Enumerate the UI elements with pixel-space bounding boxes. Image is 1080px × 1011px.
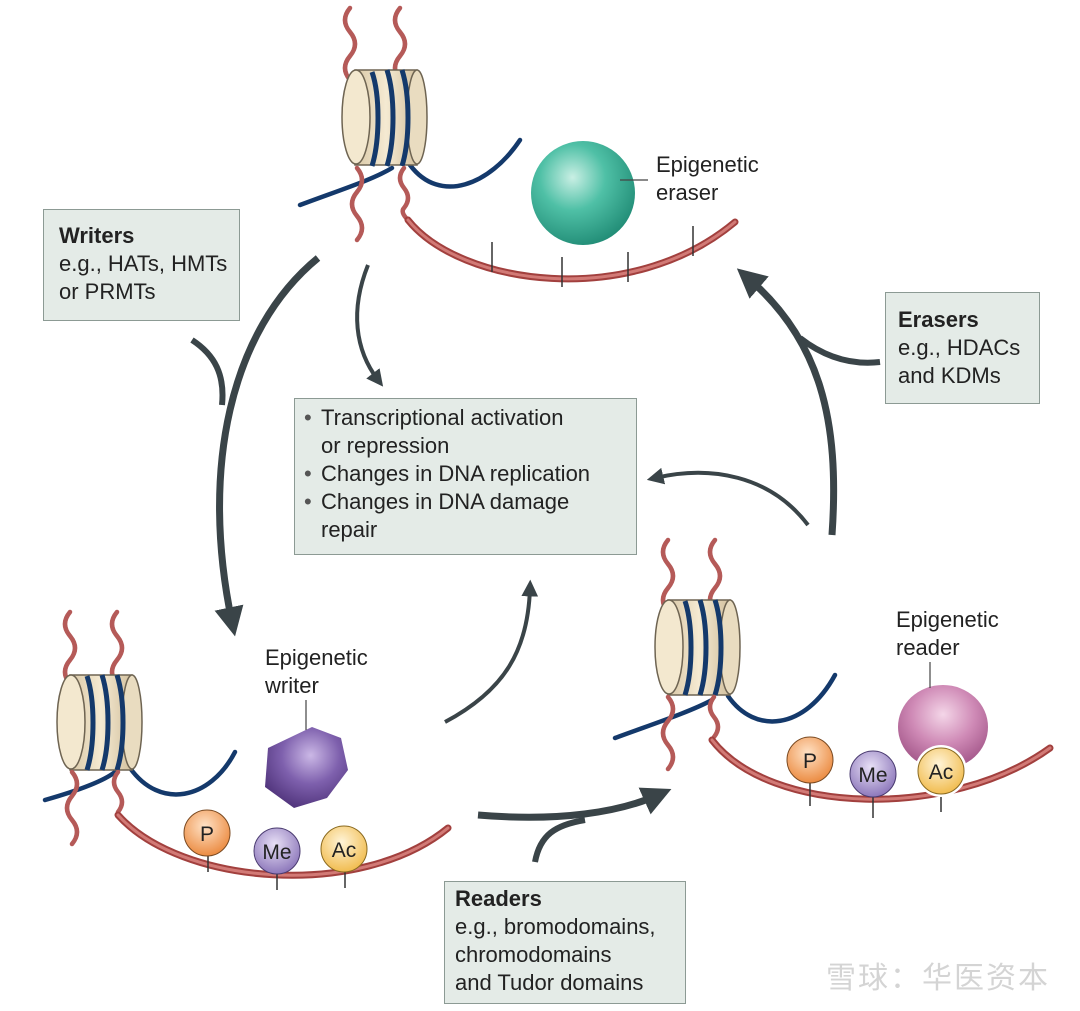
mark-methyl-right (849, 750, 897, 798)
mark-acetyl-right (917, 747, 965, 795)
readers-line-2: chromodomains (455, 942, 612, 967)
erasers-title: Erasers (898, 307, 979, 332)
outcome-dna-repair-line-1: Changes in DNA damage (321, 489, 570, 514)
writer-label: Epigenetic writer (265, 644, 368, 700)
arrow-erasers-feed (798, 335, 881, 366)
readers-line-3: and Tudor domains (455, 970, 644, 995)
outcome-replication-line-1: Changes in DNA replication (321, 461, 591, 486)
nucleosome-right (612, 537, 1054, 818)
mark-methyl-right-label: Me (858, 764, 887, 787)
arrow-writers-feed (190, 337, 226, 406)
readers-line-1: e.g., bromodomains, (455, 914, 656, 939)
arrow-right-to-outcomes (646, 467, 810, 527)
arrow-readers-feed (532, 817, 586, 863)
readers-title: Readers (455, 886, 542, 911)
outcomes-list: Transcriptional activation or repression… (301, 404, 636, 544)
watermark: 雪球：华医资本 (826, 961, 1050, 996)
outcome-transcription: Transcriptional activation or repression (301, 404, 636, 460)
writers-line-1: e.g., HATs, HMTs (59, 251, 228, 276)
writers-box: Writers e.g., HATs, HMTs or PRMTs (43, 209, 240, 321)
outcome-transcription-line-1: Transcriptional activation (321, 405, 564, 430)
erasers-box: Erasers e.g., HDACs and KDMs (885, 292, 1040, 404)
outcome-dna-repair: Changes in DNA damage repair (301, 488, 636, 544)
eraser-label-line-1: Epigenetic (656, 152, 759, 177)
eraser-label-line-2: eraser (656, 180, 719, 205)
nucleosome-left (42, 609, 452, 890)
arrow-writers-cycle (214, 255, 321, 637)
mark-phospho-right-label: P (803, 750, 817, 773)
reader-label: Epigenetic reader (896, 606, 999, 662)
writer-label-line-1: Epigenetic (265, 645, 368, 670)
writers-title: Writers (59, 223, 135, 248)
outcome-replication: Changes in DNA replication (301, 460, 636, 488)
outcomes-box: Transcriptional activation or repression… (294, 398, 637, 555)
outcome-dna-repair-line-2: repair (321, 517, 378, 542)
epigenetic-reader-enzyme (898, 685, 988, 769)
reader-label-line-2: reader (896, 635, 960, 660)
mark-acetyl-left (320, 825, 368, 873)
mark-phospho-right (786, 736, 834, 784)
outcome-transcription-line-2: or repression (321, 433, 450, 458)
eraser-label: Epigenetic eraser (656, 151, 759, 207)
mark-acetyl-left-label: Ac (332, 839, 357, 862)
mark-phospho-left-label: P (200, 823, 214, 846)
mark-phospho-left (183, 809, 231, 857)
arrow-left-to-outcomes (444, 579, 539, 724)
writers-line-2: or PRMTs (59, 279, 156, 304)
nucleosome-top (297, 5, 739, 287)
mark-methyl-left (253, 827, 301, 875)
reader-label-line-1: Epigenetic (896, 607, 999, 632)
arrow-erasers-cycle (736, 268, 838, 536)
arrow-readers-cycle (477, 787, 672, 821)
erasers-line-1: e.g., HDACs (898, 335, 1021, 360)
readers-box: Readers e.g., bromodomains, chromodomain… (444, 881, 686, 1004)
epigenetic-writer-enzyme (265, 727, 348, 808)
epigenetic-eraser-enzyme (531, 141, 635, 245)
arrow-top-to-outcomes (355, 264, 384, 387)
mark-methyl-left-label: Me (262, 841, 291, 864)
erasers-line-2: and KDMs (898, 363, 1001, 388)
writer-label-line-2: writer (265, 673, 319, 698)
mark-acetyl-right-label: Ac (929, 761, 954, 784)
